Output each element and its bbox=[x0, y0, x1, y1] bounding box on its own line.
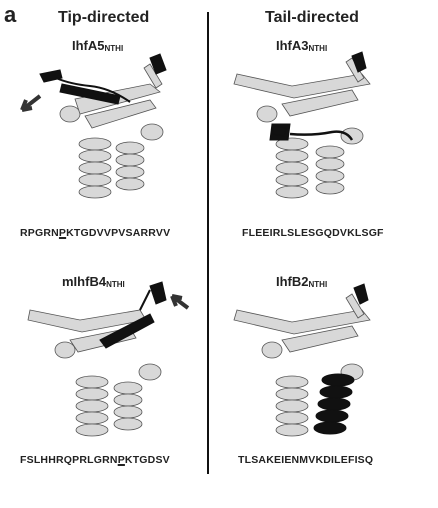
protein-structure-image bbox=[20, 53, 167, 199]
protein-name: IhfA3NTHI bbox=[276, 38, 328, 53]
peptide-sequence: TLSAKEIENMVKDILEFISQ bbox=[238, 454, 374, 466]
protein-name: IhfB2NTHI bbox=[276, 274, 328, 289]
arrow-icon bbox=[20, 94, 42, 112]
column-title-right: Tail-directed bbox=[265, 9, 359, 26]
peptide-sequence: RPGRNPKTGDVVPVSARRVV bbox=[20, 227, 171, 239]
column-divider bbox=[207, 12, 209, 474]
protein-name: IhfA5NTHI bbox=[72, 38, 124, 53]
peptide-sequence: FLEEIRLSLESGQDVKLSGF bbox=[242, 227, 384, 239]
panel-letter: a bbox=[4, 2, 17, 27]
panel-ihfb2: IhfB2NTHI TLSAKEIENMVKDILEFISQ bbox=[212, 268, 420, 508]
panel-ihfa3: IhfA3NTHI FLEEIRLSLESGQDVKLSGF bbox=[212, 30, 420, 270]
column-title-left: Tip-directed bbox=[58, 9, 150, 26]
protein-structure-image bbox=[233, 51, 371, 199]
arrow-icon bbox=[170, 294, 190, 310]
panel-ihfa5: IhfA5NTHI RPGRNPKTGDVVPVSARRVV bbox=[0, 30, 208, 270]
panel-mihfb4: mIhfB4NTHI FSLHHRQPRLGRNPKTGDSV bbox=[0, 268, 208, 508]
peptide-sequence: FSLHHRQPRLGRNPKTGDSV bbox=[20, 454, 170, 466]
protein-structure-image bbox=[27, 281, 190, 437]
protein-structure-image bbox=[233, 283, 371, 437]
protein-name: mIhfB4NTHI bbox=[62, 274, 125, 289]
